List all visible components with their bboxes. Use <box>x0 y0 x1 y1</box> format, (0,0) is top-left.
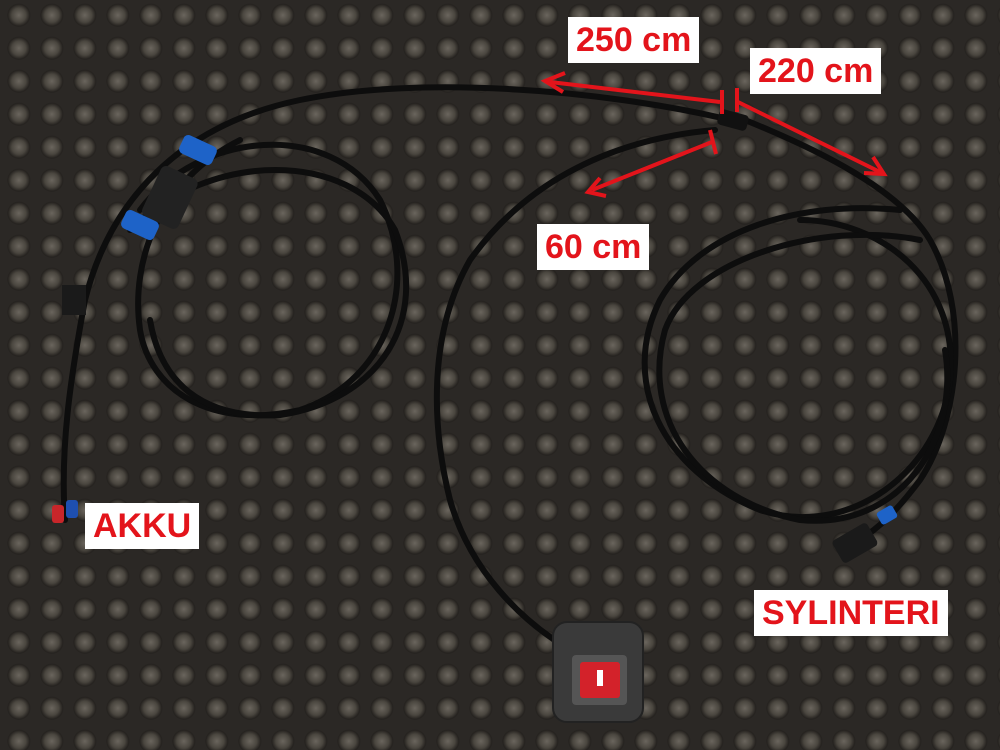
cylinder-cable <box>737 115 959 548</box>
measurement-arrows <box>540 71 888 198</box>
cable-gland <box>62 285 86 315</box>
battery-loop-2 <box>127 167 410 419</box>
rocker-switch-box <box>552 621 644 723</box>
cylinder-loop <box>641 205 954 521</box>
label-sylinteri: SYLINTERI <box>754 590 948 636</box>
cable-splice <box>717 109 749 131</box>
label-220cm: 220 cm <box>750 48 882 94</box>
cylinder-loop-2 <box>656 231 951 524</box>
cables <box>60 84 959 653</box>
switch-cable <box>433 127 718 653</box>
blue-connector <box>121 134 217 241</box>
cylinder-connector <box>832 505 898 563</box>
battery-terminals <box>52 500 78 523</box>
label-akku: AKKU <box>85 503 200 549</box>
label-60cm: 60 cm <box>537 224 650 270</box>
label-250cm: 250 cm <box>568 17 700 63</box>
